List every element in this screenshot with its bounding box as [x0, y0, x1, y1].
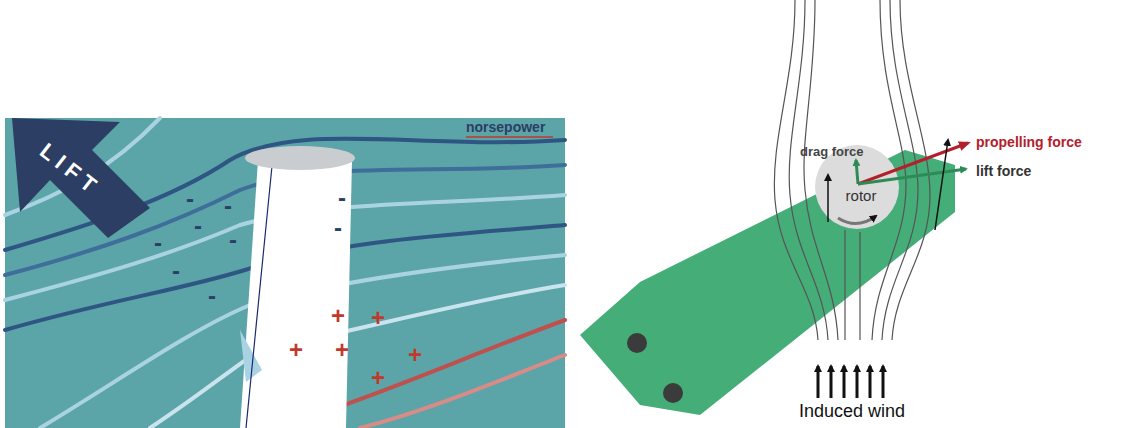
force-label: propelling force: [976, 135, 1082, 150]
pressure-minus: -: [338, 185, 346, 211]
pressure-plus: +: [371, 365, 385, 391]
force-label: drag force: [800, 145, 864, 159]
flow-arrow: [827, 175, 829, 222]
force-label: lift force: [976, 164, 1031, 179]
cylinder-edge: [246, 166, 272, 428]
propelling-arrow: [858, 143, 968, 184]
pressure-plus: +: [335, 337, 349, 363]
pressure-minus: -: [186, 186, 194, 212]
teal-panel: [5, 118, 565, 428]
hull-dot: [663, 383, 683, 403]
lift-arrow-shape: LIFT: [8, 112, 153, 240]
pressure-minus: -: [229, 227, 237, 253]
rotor-label: rotor: [846, 187, 877, 204]
pressure-minus: -: [334, 215, 342, 241]
pressure-minus: -: [172, 258, 180, 284]
wind-arrows: [818, 366, 883, 398]
drag-arrow: [856, 160, 858, 184]
streamlines: [5, 118, 565, 428]
pressure-minus: -: [194, 213, 202, 239]
pressure-minus: -: [208, 283, 216, 309]
pressure-minus: -: [224, 193, 232, 219]
hull-dot: [627, 333, 647, 353]
wind-label: Induced wind: [799, 402, 905, 422]
logo-text: norsepower: [466, 120, 545, 135]
pressure-plus: +: [408, 342, 422, 368]
flow-arrow: [935, 140, 948, 230]
airflow-lines: [774, 0, 930, 340]
rotation-arrow: [838, 216, 876, 224]
rotor-cylinder: [240, 160, 352, 428]
pressure-plus: +: [289, 337, 303, 363]
pressure-plus: +: [331, 303, 345, 329]
cylinder-top: [245, 146, 355, 170]
lift-arrow: [858, 169, 966, 184]
pressure-minus: -: [154, 230, 162, 256]
logo-underline: [466, 136, 553, 138]
pressure-plus: +: [371, 305, 385, 331]
